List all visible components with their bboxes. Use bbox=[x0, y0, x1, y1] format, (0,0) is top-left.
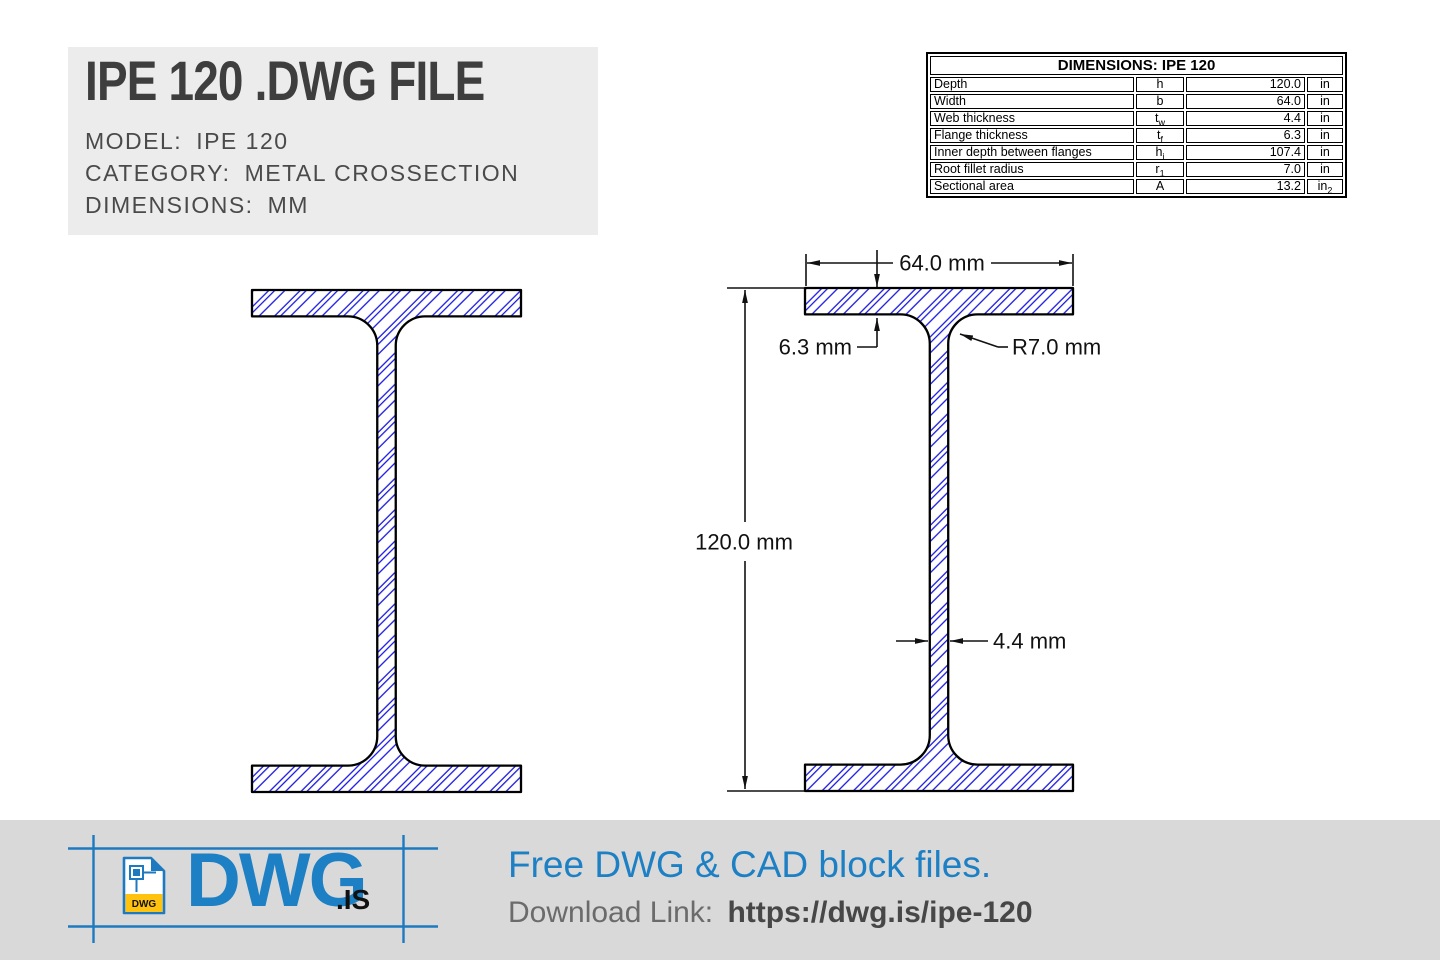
row-name: Flange thickness bbox=[930, 128, 1134, 143]
dwg-file-icon[interactable]: DWG bbox=[122, 856, 166, 915]
web-thickness-dimension: 4.4 mm bbox=[896, 629, 1066, 654]
row-symbol: r1 bbox=[1136, 162, 1184, 177]
row-value: 64.0 bbox=[1186, 94, 1305, 109]
web-thickness-label: 4.4 mm bbox=[993, 629, 1066, 654]
row-symbol: A bbox=[1136, 179, 1184, 194]
model-info: MODEL: IPE 120 CATEGORY: METAL CROSSECTION… bbox=[85, 125, 598, 221]
download-line: Download Link: https://dwg.is/ipe-120 bbox=[508, 893, 1033, 933]
flange-thickness-label: 6.3 mm bbox=[779, 335, 852, 360]
row-name: Sectional area bbox=[930, 179, 1134, 194]
root-radius-label: R7.0 mm bbox=[1012, 335, 1101, 360]
row-value: 120.0 bbox=[1186, 77, 1305, 92]
ipe-cross-section bbox=[803, 286, 1075, 793]
logo-crop-marks: DWG bbox=[68, 835, 438, 943]
flange-thickness-dimension: 6.3 mm bbox=[779, 250, 880, 360]
ipe-cross-section bbox=[250, 288, 523, 794]
row-symbol: hi bbox=[1136, 145, 1184, 160]
dimensions-label: DIMENSIONS: bbox=[85, 192, 254, 218]
depth-dimension-label: 120.0 mm bbox=[695, 530, 793, 555]
depth-dimension: 120.0 mm bbox=[695, 287, 804, 792]
logo-wordmark[interactable]: DWG bbox=[186, 838, 368, 923]
category-label: CATEGORY: bbox=[85, 160, 231, 186]
row-value: 7.0 bbox=[1186, 162, 1305, 177]
category-value: METAL CROSSECTION bbox=[244, 160, 520, 186]
category-row: CATEGORY: METAL CROSSECTION bbox=[85, 157, 598, 189]
header-panel: IPE 120 .DWG FILE MODEL: IPE 120 CATEGORY… bbox=[68, 47, 598, 235]
row-symbol: tf bbox=[1136, 128, 1184, 143]
row-unit: in bbox=[1307, 145, 1344, 160]
crosshair-frame bbox=[68, 835, 438, 943]
dwg-badge bbox=[125, 894, 163, 912]
dimensioned-beam-figure: 64.0 mm 6.3 mm R7.0 mm 120.0 mm 4.4 bbox=[695, 250, 1101, 793]
row-value: 6.3 bbox=[1186, 128, 1305, 143]
row-symbol: h bbox=[1136, 77, 1184, 92]
row-value: 4.4 bbox=[1186, 111, 1305, 126]
logo-tld: .IS bbox=[336, 884, 371, 915]
row-value: 13.2 bbox=[1186, 179, 1305, 194]
cad-crosshair-glyph bbox=[129, 865, 156, 892]
dimensions-row: DIMENSIONS: MM bbox=[85, 189, 598, 221]
row-name: Root fillet radius bbox=[930, 162, 1134, 177]
row-name: Width bbox=[930, 94, 1134, 109]
table-title: DIMENSIONS: IPE 120 bbox=[930, 56, 1344, 75]
model-label: MODEL: bbox=[85, 128, 183, 154]
table-title-row: DIMENSIONS: IPE 120 bbox=[930, 56, 1344, 75]
folded-corner bbox=[151, 858, 164, 871]
row-unit: in bbox=[1307, 162, 1344, 177]
dimensions-value: MM bbox=[267, 192, 309, 218]
row-name: Inner depth between flanges bbox=[930, 145, 1134, 160]
page-title: IPE 120 .DWG FILE bbox=[85, 49, 485, 112]
row-name: Depth bbox=[930, 77, 1134, 92]
row-unit: in bbox=[1307, 94, 1344, 109]
footer: DWG DWG .IS Free DWG & CAD block files. … bbox=[0, 820, 1440, 960]
row-symbol: b bbox=[1136, 94, 1184, 109]
row-unit: in bbox=[1307, 111, 1344, 126]
footer-tagline: Free DWG & CAD block files. bbox=[508, 844, 992, 885]
model-value: IPE 120 bbox=[196, 128, 289, 154]
row-unit: in2 bbox=[1307, 179, 1344, 194]
download-label: Download Link: bbox=[508, 896, 714, 929]
row-symbol: tw bbox=[1136, 111, 1184, 126]
row-unit: in bbox=[1307, 128, 1344, 143]
row-name: Web thickness bbox=[930, 111, 1134, 126]
crosshair-dot bbox=[133, 869, 140, 876]
model-row: MODEL: IPE 120 bbox=[85, 125, 598, 157]
row-value: 107.4 bbox=[1186, 145, 1305, 160]
download-url[interactable]: https://dwg.is/ipe-120 bbox=[727, 896, 1033, 929]
row-unit: in bbox=[1307, 77, 1344, 92]
left-beam-figure bbox=[250, 288, 523, 794]
width-dimension-label: 64.0 mm bbox=[899, 251, 985, 276]
width-dimension: 64.0 mm bbox=[805, 251, 1074, 286]
root-radius-dimension: R7.0 mm bbox=[959, 333, 1101, 360]
dwg-badge-label: DWG bbox=[132, 899, 157, 910]
